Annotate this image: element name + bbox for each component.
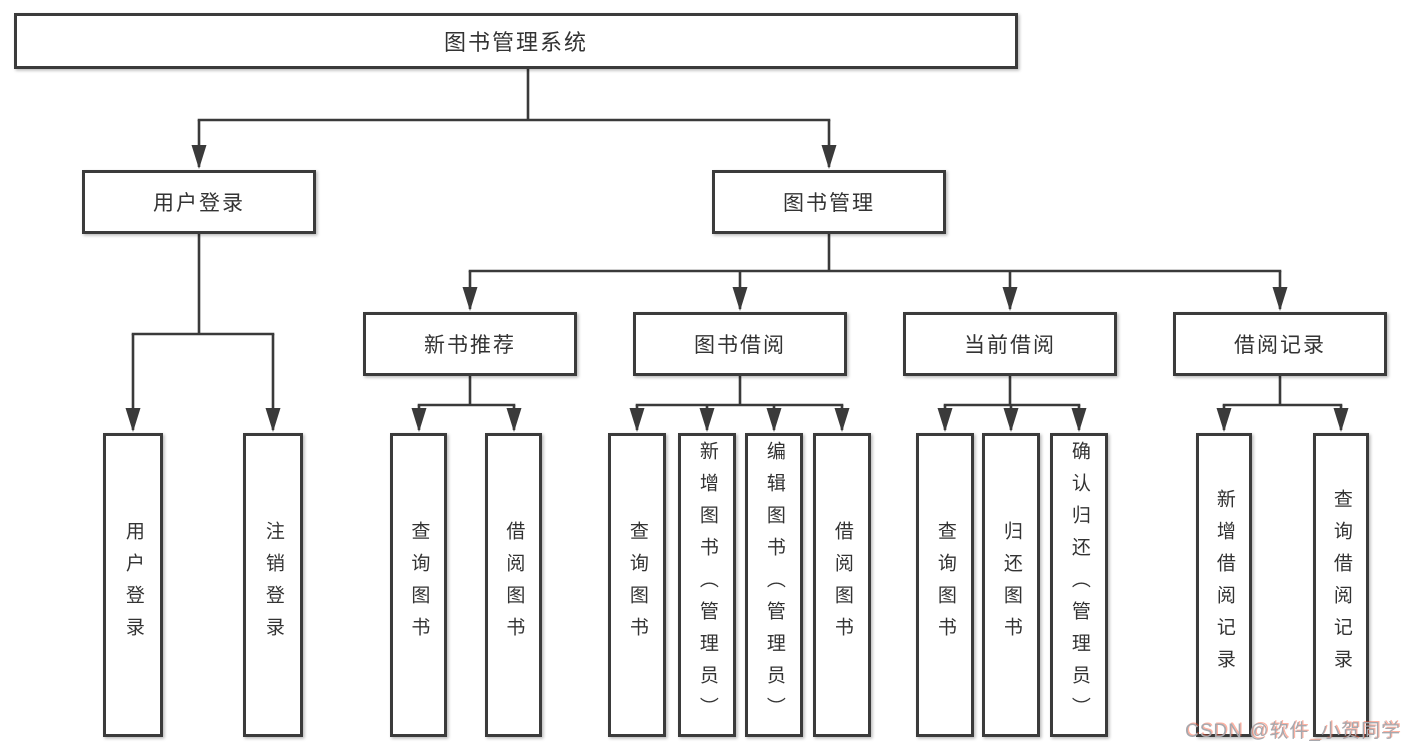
node-label: 确认归还（管理员）: [1068, 441, 1090, 729]
node-label: 注销登录: [262, 521, 284, 649]
node-label: 新增图书（管理员）: [696, 441, 718, 729]
node-label: 图书管理: [783, 192, 875, 215]
leaf-add-borrowing-record: 新增借阅记录: [1196, 433, 1252, 737]
leaf-query-books-borrowing: 查询图书: [608, 433, 666, 737]
leaf-return-books: 归还图书: [982, 433, 1040, 737]
node-label: 新增借阅记录: [1213, 489, 1235, 681]
leaf-query-books-recommend: 查询图书: [390, 433, 447, 737]
node-label: 借阅记录: [1234, 334, 1326, 357]
node-current-borrowing: 当前借阅: [903, 312, 1117, 376]
node-book-management: 图书管理: [712, 170, 946, 234]
node-label: 查询图书: [626, 521, 648, 649]
node-borrowing-records: 借阅记录: [1173, 312, 1387, 376]
connector-segments: [131, 67, 1343, 407]
node-label: 新书推荐: [424, 334, 516, 357]
leaf-edit-books-admin: 编辑图书（管理员）: [745, 433, 803, 737]
leaf-query-borrowing-record: 查询借阅记录: [1313, 433, 1369, 737]
leaf-logout: 注销登录: [243, 433, 303, 737]
node-label: 用户登录: [153, 192, 245, 215]
node-library-management-system: 图书管理系统: [14, 13, 1018, 69]
leaf-user-login: 用户登录: [103, 433, 163, 737]
node-new-book-recommendation: 新书推荐: [363, 312, 577, 376]
leaf-borrow-books-borrowing: 借阅图书: [813, 433, 871, 737]
node-label: 查询图书: [934, 521, 956, 649]
leaf-borrow-books-recommend: 借阅图书: [485, 433, 542, 737]
node-label: 归还图书: [1000, 521, 1022, 649]
node-label: 图书管理系统: [443, 30, 588, 55]
node-book-borrowing: 图书借阅: [633, 312, 847, 376]
leaf-add-books-admin: 新增图书（管理员）: [678, 433, 736, 737]
node-label: 借阅图书: [831, 521, 853, 649]
node-label: 查询借阅记录: [1330, 489, 1352, 681]
leaf-query-books-current: 查询图书: [916, 433, 974, 737]
node-label: 当前借阅: [964, 334, 1056, 357]
node-label: 用户登录: [122, 521, 144, 649]
node-label: 图书借阅: [694, 334, 786, 357]
node-user-login: 用户登录: [82, 170, 316, 234]
connector-arrows: [125, 120, 1349, 432]
node-label: 编辑图书（管理员）: [763, 441, 785, 729]
node-label: 查询图书: [408, 521, 430, 649]
node-label: 借阅图书: [503, 521, 525, 649]
leaf-confirm-return-admin: 确认归还（管理员）: [1050, 433, 1108, 737]
